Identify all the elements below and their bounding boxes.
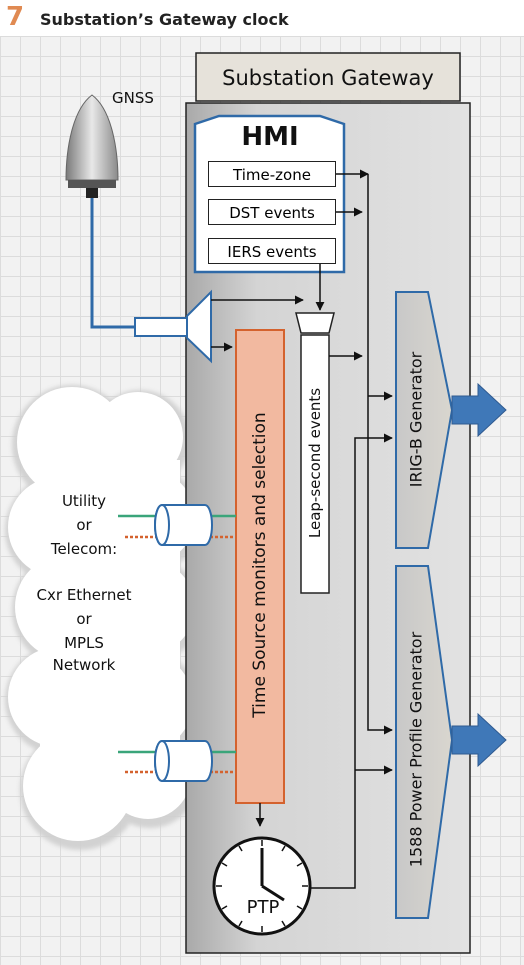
irig-output-arrow [451,382,507,438]
cloud-line-6: MPLS [64,634,104,652]
hmi-title: HMI [241,122,299,152]
network-link-1 [118,504,236,546]
hmi-item-time-zone: Time-zone [208,161,336,187]
ptp-label: PTP [246,897,280,918]
hmi-item-dst-events: DST events [208,199,336,225]
signal-lines [211,169,393,889]
gnss-receiver [186,289,212,364]
power-profile-generator-block [395,565,454,919]
figure-title: Substation’s Gateway clock [40,10,289,29]
gnss-label: GNSS [112,89,154,107]
leap-second-label: Leap-second events [306,387,324,539]
gnss-cable [90,198,135,329]
cloud-line-4: Cxr Ethernet [36,586,132,604]
leap-second-block [300,334,330,594]
gnss-connector [134,317,188,337]
ptp-clock-icon [212,836,312,936]
irig-generator-label: IRIG-B Generator [406,351,426,488]
cloud-line-1: Utility [61,492,107,510]
gateway-title: Substation Gateway [222,66,434,90]
cloud-line-5: or [76,610,92,628]
cloud-line-2: or [76,516,92,534]
hmi-panel [193,114,346,274]
hmi-item-iers-events: IERS events [208,238,336,264]
network-cloud [5,385,202,850]
cloud-line-3: Telecom: [50,540,118,558]
cloud-line-7: Network [52,656,116,674]
network-link-2 [118,740,236,782]
time-source-block [235,329,285,804]
gateway-title-box [195,52,461,102]
figure-number: 7 [6,2,25,32]
power-profile-generator-label: 1588 Power Profile Generator [406,631,426,868]
power-profile-output-arrow [451,712,507,768]
figure-header: 7 Substation’s Gateway clock [0,0,524,34]
irig-generator-block [395,291,454,549]
leap-second-input [295,312,335,334]
gnss-antenna-icon [65,94,119,198]
time-source-label: Time Source monitors and selection [250,412,270,718]
